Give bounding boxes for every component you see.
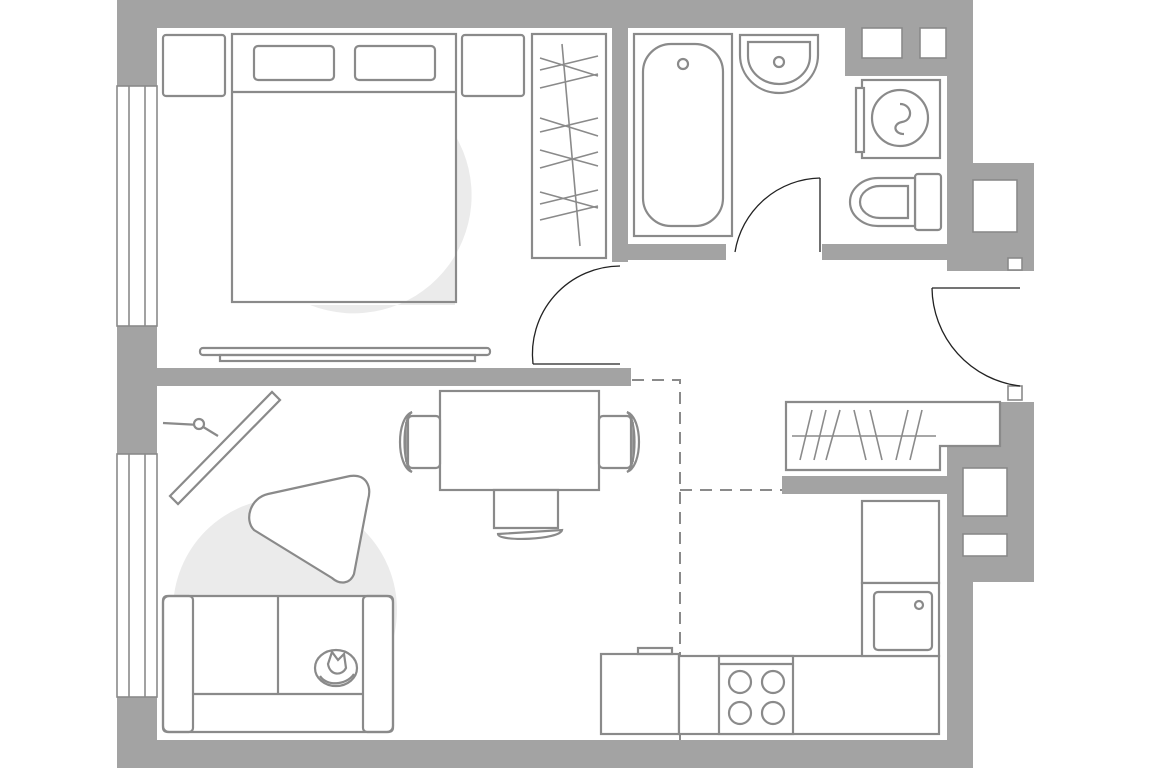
wall-top — [117, 0, 973, 28]
doors — [531, 177, 1021, 387]
kitchen-counter — [860, 499, 941, 585]
chair — [492, 488, 564, 541]
nightstand — [460, 33, 526, 98]
pillow — [252, 44, 336, 82]
bedroom-door — [531, 265, 621, 365]
dining-table — [438, 389, 601, 492]
double-bed — [230, 32, 458, 304]
shaft-box — [962, 533, 1008, 557]
shaft-box — [962, 467, 1008, 517]
shaft-box — [972, 179, 1018, 233]
stove-burner-icon — [760, 700, 786, 726]
shafts — [861, 27, 1023, 557]
toilet — [848, 172, 943, 232]
sofa — [161, 594, 395, 734]
wall-hallway-kitchen — [782, 476, 947, 494]
entrance-frame — [1007, 385, 1023, 401]
dining-table-set — [398, 389, 641, 541]
pillow — [353, 44, 437, 82]
shaft-box — [861, 27, 903, 59]
entrance-door — [931, 287, 1021, 387]
shaft-box — [919, 27, 947, 59]
bathroom-door — [734, 177, 821, 253]
tv-stand — [162, 390, 282, 506]
kitchen-zone-boundary — [632, 379, 782, 740]
window-bedroom — [116, 85, 158, 327]
bathroom — [632, 32, 943, 238]
living-room — [161, 389, 641, 734]
wall-bath-bottom-right — [822, 244, 947, 260]
wall-bedroom-living — [157, 368, 631, 386]
stove-burner-icon — [727, 669, 753, 695]
coffee-table — [248, 474, 371, 584]
entrance-frame — [1007, 257, 1023, 271]
wall-left-middle — [117, 326, 157, 454]
nightstand — [161, 33, 227, 98]
wall-left-top — [117, 0, 157, 86]
stove-burner-icon — [760, 669, 786, 695]
stove-burner-icon — [727, 700, 753, 726]
wall-bedroom-bath — [612, 28, 628, 262]
walls — [117, 0, 1034, 768]
bedroom — [161, 32, 608, 363]
bedroom-activity-zone — [310, 135, 472, 314]
chair — [398, 410, 442, 474]
bathtub — [632, 32, 734, 238]
window-living — [116, 453, 158, 698]
cat-icon — [313, 648, 359, 688]
wall-bath-bottom-left — [628, 244, 726, 260]
washing-machine-icon — [870, 88, 930, 148]
wall-right-upper — [947, 0, 973, 163]
kitchen-counter — [599, 652, 681, 736]
stove — [717, 654, 795, 736]
wall-bottom — [117, 740, 973, 768]
wall-right-lower — [947, 582, 973, 768]
washing-machine — [854, 78, 942, 160]
washbasin — [738, 33, 820, 95]
hallway-wardrobe — [784, 400, 1002, 472]
chair — [597, 410, 641, 474]
windows — [116, 85, 158, 698]
hallway — [784, 400, 1002, 472]
kitchen — [599, 499, 941, 736]
kitchen-sink — [860, 581, 941, 658]
wardrobe — [530, 32, 608, 260]
